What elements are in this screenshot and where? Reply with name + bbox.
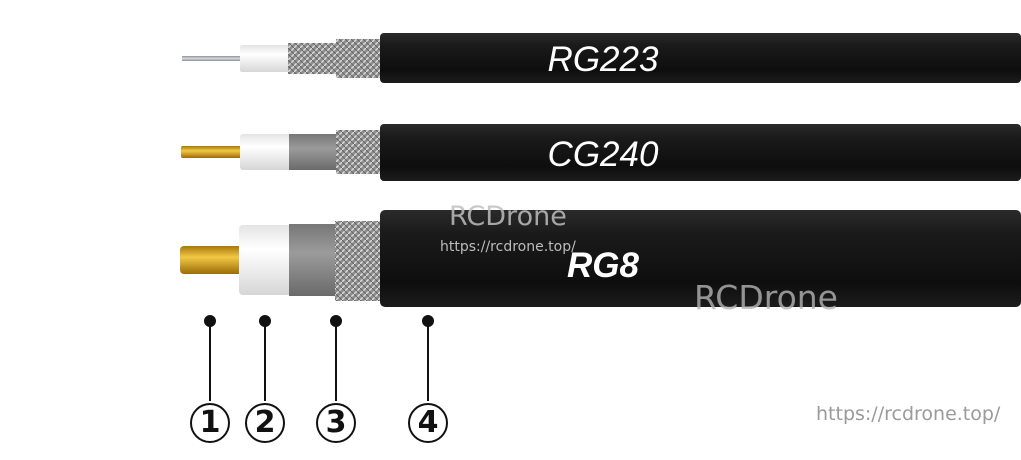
cable-label-cg240: CG240 <box>548 135 659 174</box>
callout-1: 1 <box>190 403 230 443</box>
jacket <box>380 210 1021 307</box>
cable-label-rg223: RG223 <box>548 40 659 79</box>
leader-dot-2 <box>259 315 271 327</box>
inner-braid <box>288 43 338 74</box>
center-conductor <box>181 146 242 158</box>
cable-cg240 <box>181 124 1021 181</box>
cable-rg223 <box>182 33 1021 83</box>
center-conductor <box>182 56 242 61</box>
leader-dot-3 <box>330 315 342 327</box>
callout-3: 3 <box>316 403 356 443</box>
callout-leaders <box>204 315 434 401</box>
callout-2: 2 <box>245 403 285 443</box>
foil-shield <box>289 224 339 296</box>
dielectric <box>239 225 293 295</box>
braid-shield <box>336 130 382 174</box>
dielectric <box>240 45 290 72</box>
leader-dot-1 <box>204 315 216 327</box>
braid-shield <box>335 221 383 301</box>
jacket <box>380 124 1021 181</box>
center-conductor <box>180 246 242 274</box>
leader-dot-4 <box>422 315 434 327</box>
foil-shield <box>289 134 339 170</box>
cable-label-rg8: RG8 <box>567 246 640 285</box>
outer-braid <box>336 39 382 78</box>
callout-4: 4 <box>408 403 448 443</box>
cable-rg8 <box>180 210 1021 307</box>
dielectric <box>240 134 292 170</box>
jacket <box>380 33 1021 83</box>
